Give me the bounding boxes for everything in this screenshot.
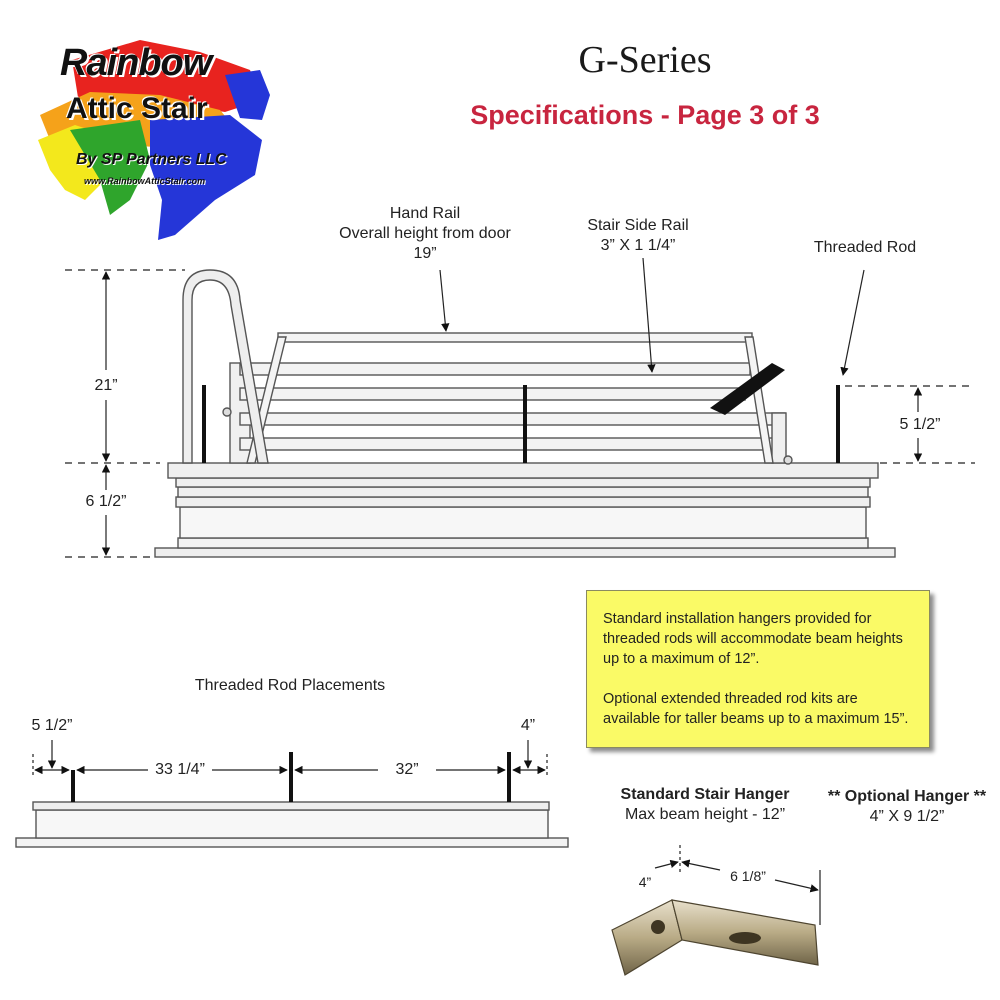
logo-line1: Rainbow <box>60 42 212 84</box>
hand-rail-title: Hand Rail <box>389 205 461 222</box>
side-rail-value: 3” X 1 1/4” <box>600 237 676 254</box>
optional-hanger-label: ** Optional Hanger ** 4” X 9 1/2” <box>818 787 996 827</box>
logo-splash <box>38 40 270 240</box>
stair-side-view <box>154 269 896 558</box>
note-paragraph-1: Standard installation hangers provided f… <box>603 611 903 667</box>
standard-hanger-label: Standard Stair Hanger Max beam height - … <box>600 785 810 825</box>
placement-dimensions <box>32 740 548 778</box>
placements-title: Threaded Rod Placements <box>194 677 386 694</box>
rod-placement-view <box>15 752 569 848</box>
note-paragraph-2: Optional extended threaded rod kits are … <box>603 691 909 727</box>
hand-rail-desc: Overall height from door <box>339 225 511 242</box>
placement-dim-right: 4” <box>520 717 536 734</box>
threaded-rod-label: Threaded Rod <box>813 239 917 256</box>
optional-hanger-desc: 4” X 9 1/2” <box>869 808 945 825</box>
hanger-dim-4: 4” <box>638 874 652 890</box>
optional-hanger-title: ** Optional Hanger ** <box>827 788 987 805</box>
dim-5-half-label: 5 1/2” <box>890 415 950 435</box>
logo-url: www.RainbowAtticStair.com <box>84 176 206 186</box>
dim-21-label: 21” <box>80 376 132 396</box>
standard-hanger-title: Standard Stair Hanger <box>620 786 790 803</box>
page-subtitle: Specifications - Page 3 of 3 <box>470 100 820 130</box>
side-rail-label: Stair Side Rail 3” X 1 1/4” <box>568 216 708 256</box>
placement-dim-span1: 33 1/4” <box>155 761 205 778</box>
standard-hanger-desc: Max beam height - 12” <box>624 806 786 823</box>
page-title: G-Series <box>578 39 712 81</box>
installation-note: Standard installation hangers provided f… <box>586 590 930 748</box>
side-view-dimensions <box>65 257 975 558</box>
logo-line2: Attic Stair <box>66 92 208 125</box>
side-rail-title: Stair Side Rail <box>587 217 689 234</box>
stair-hanger-photo <box>588 845 840 1000</box>
hand-rail-label: Hand Rail Overall height from door 19” <box>330 204 520 264</box>
placement-dim-left: 5 1/2” <box>31 717 73 734</box>
dim-6-half-label: 6 1/2” <box>72 492 140 512</box>
logo-line3: By SP Partners LLC <box>76 151 227 168</box>
placement-dim-span2: 32” <box>395 761 419 778</box>
hand-rail-value: 19” <box>413 245 437 262</box>
hanger-dim-6-1-8: 6 1/8” <box>730 868 766 884</box>
